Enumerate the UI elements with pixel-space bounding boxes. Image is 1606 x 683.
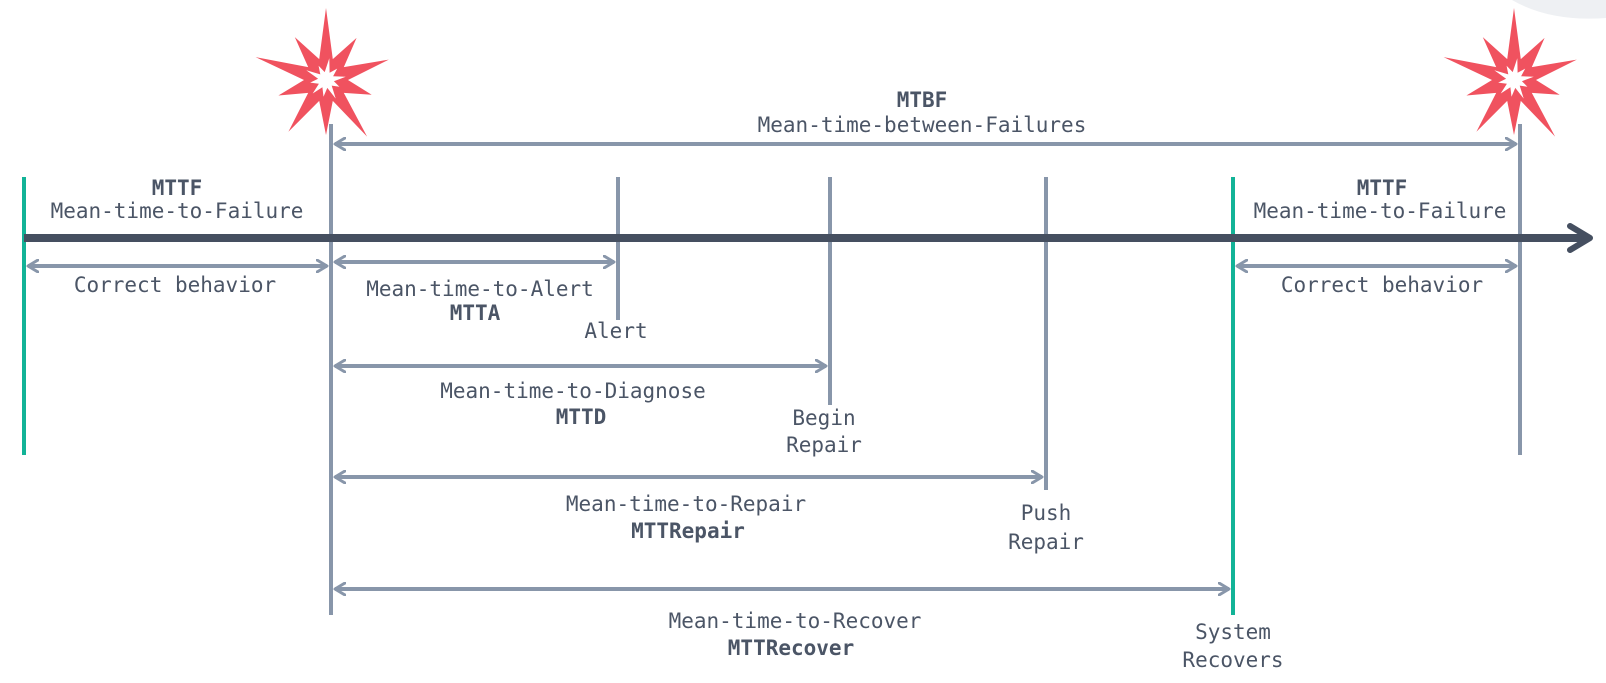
mttrecover-abbr: MTTRecover [728, 636, 854, 660]
mttf-right-span-label: Correct behavior [1281, 273, 1483, 297]
mtbf-abbr: MTBF [897, 88, 948, 112]
begin-repair-label-line2: Repair [786, 433, 862, 457]
mtta-name: Mean-time-to-Alert [366, 277, 594, 301]
mttrepair-abbr: MTTRepair [631, 519, 745, 543]
mttrepair-name: Mean-time-to-Repair [566, 492, 806, 516]
mttd-abbr: MTTD [556, 405, 607, 429]
alert-event-label: Alert [584, 319, 647, 343]
mttf-right-abbr: MTTF [1357, 176, 1408, 200]
mtbf-name: Mean-time-between-Failures [758, 113, 1087, 137]
mtta-abbr: MTTA [450, 301, 501, 325]
mttf-left-span-label: Correct behavior [74, 273, 276, 297]
failure-burst-icon [1443, 8, 1577, 137]
push-repair-label-line1: Push [1021, 501, 1072, 525]
system-recovers-label-line2: Recovers [1182, 648, 1283, 672]
corner-decoration [1512, 0, 1606, 19]
system-recovers-label-line1: System [1195, 620, 1271, 644]
mttf-left-name: Mean-time-to-Failure [51, 199, 304, 223]
begin-repair-label-line1: Begin [792, 406, 855, 430]
mttf-right-name: Mean-time-to-Failure [1254, 199, 1507, 223]
failure-burst-icon [255, 8, 389, 137]
push-repair-label-line2: Repair [1008, 530, 1084, 554]
mttrecover-name: Mean-time-to-Recover [669, 609, 922, 633]
mttf-left-abbr: MTTF [152, 176, 203, 200]
mttd-name: Mean-time-to-Diagnose [440, 379, 706, 403]
